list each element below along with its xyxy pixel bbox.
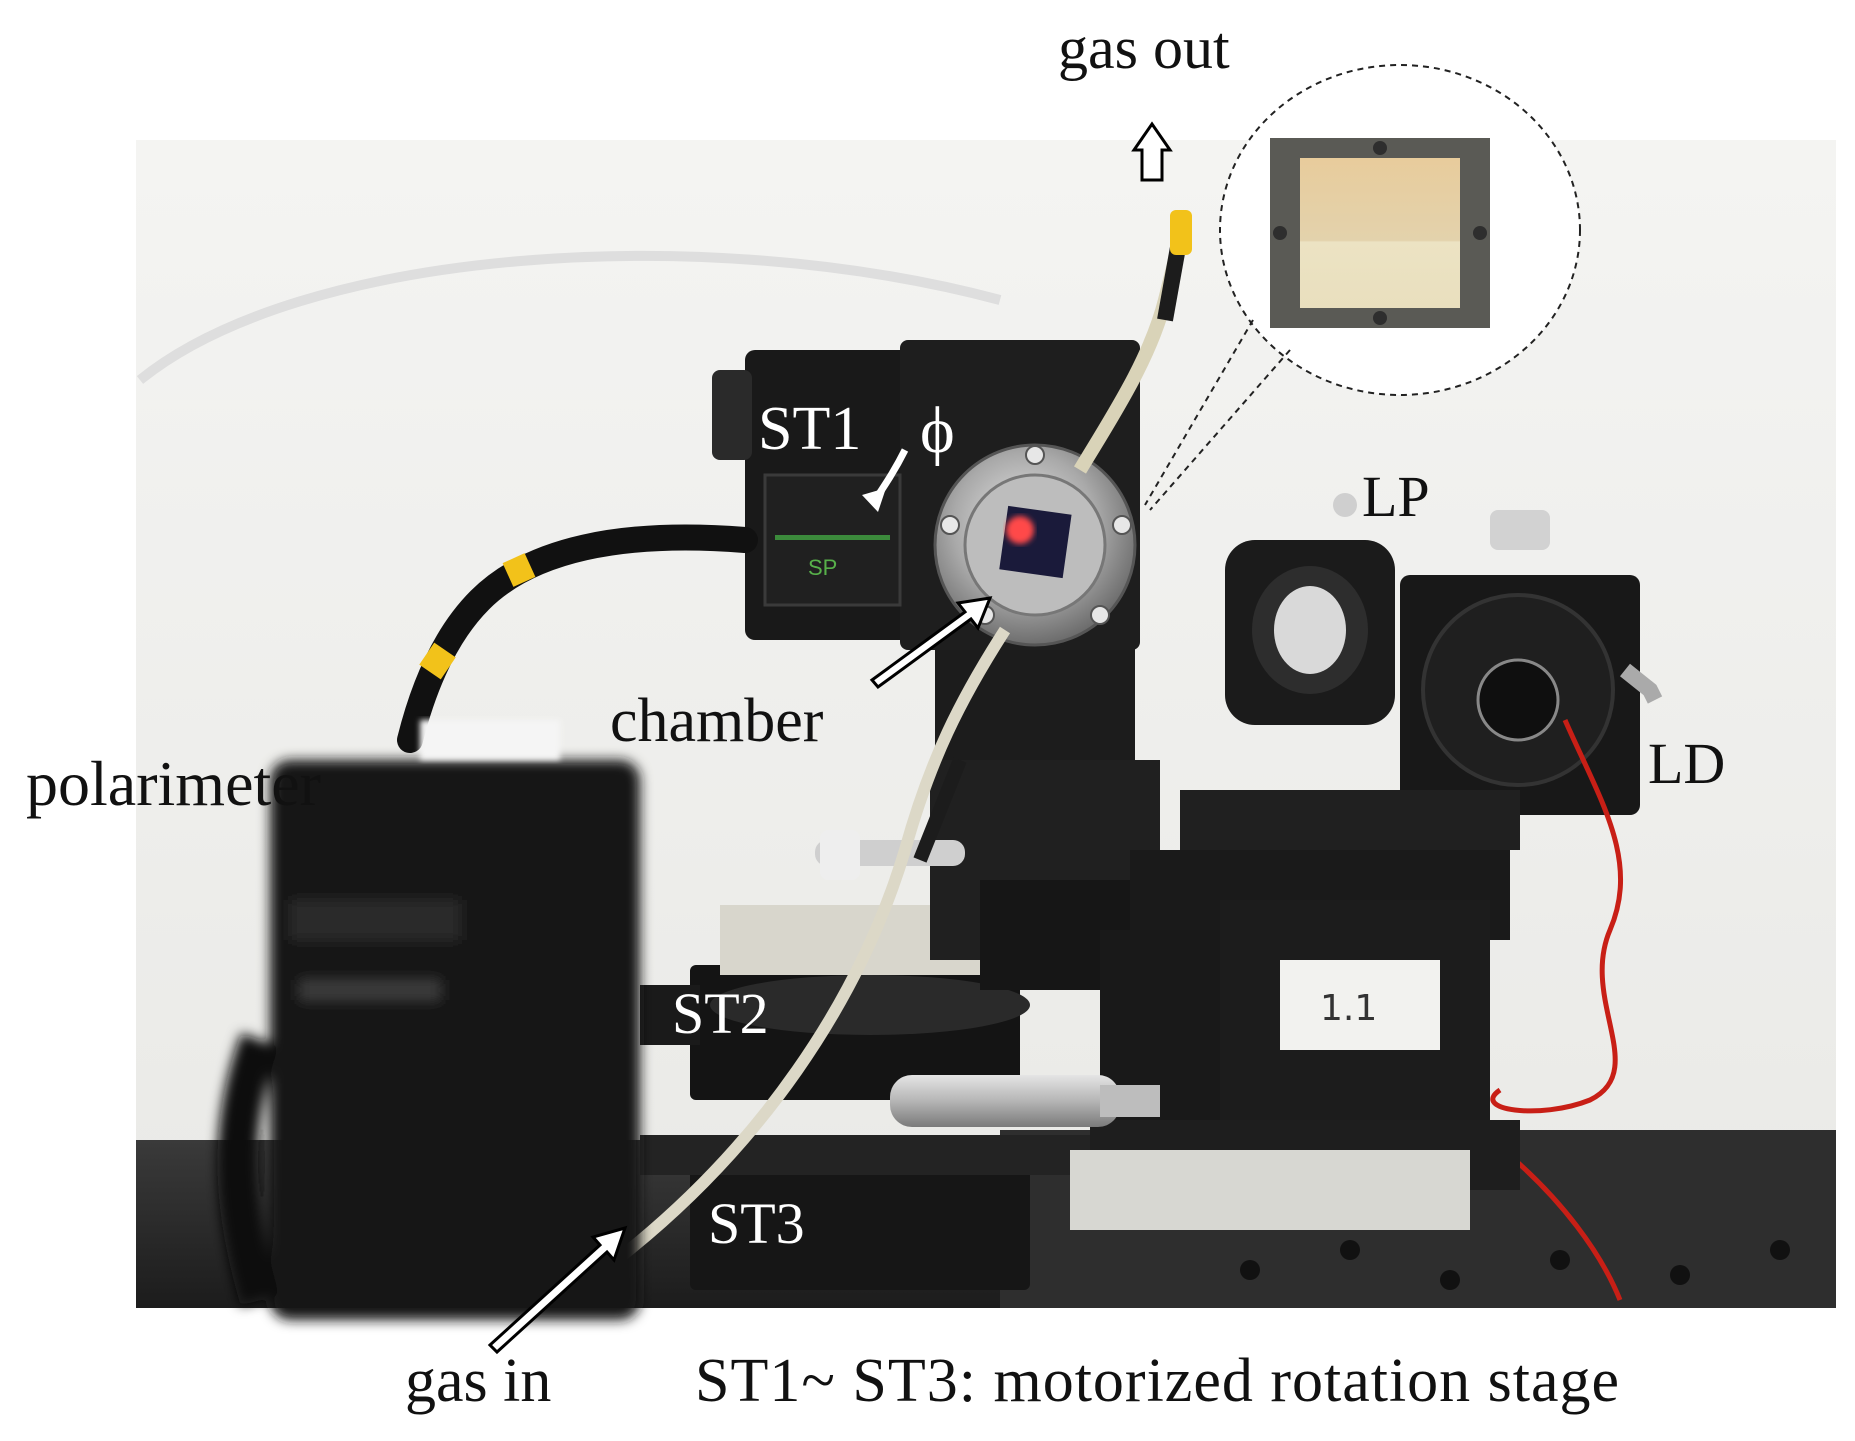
label-ld: LD xyxy=(1648,731,1726,796)
label-gas-in: gas in xyxy=(405,1347,552,1415)
gas-out-arrow xyxy=(1131,121,1173,182)
lp-polarizer-mount xyxy=(1225,493,1395,725)
sample-tag-text: 1.1 xyxy=(1320,988,1377,1029)
sample-tag-paper xyxy=(1280,960,1440,1050)
sample-inset-callout xyxy=(1144,64,1581,511)
micrometer xyxy=(890,1075,1160,1127)
chamber-flange xyxy=(933,443,1137,647)
background-cable xyxy=(136,250,1002,384)
table-holes xyxy=(1240,1240,1790,1290)
st1-brand-mark: SP xyxy=(808,555,837,580)
label-st3: ST3 xyxy=(708,1191,805,1256)
polarimeter-device xyxy=(217,760,640,1320)
label-chamber: chamber xyxy=(610,687,824,755)
chamber-arrow xyxy=(869,596,993,690)
st1-cable xyxy=(397,524,758,753)
gas-in-tube xyxy=(606,626,1011,1270)
central-column xyxy=(815,600,1160,990)
cable-yellow-band xyxy=(502,553,536,587)
label-polarimeter: polarimeter xyxy=(26,748,321,819)
st1-rotation-arrow xyxy=(862,448,909,512)
label-st2: ST2 xyxy=(672,981,769,1046)
gas-in-arrow xyxy=(487,1225,628,1355)
label-lp: LP xyxy=(1362,464,1430,529)
label-st1: ST1 xyxy=(758,395,862,463)
gas-out-tube-tip xyxy=(1170,210,1192,255)
figure-caption: ST1~ ST3: motorized rotation stage xyxy=(695,1347,1621,1415)
label-gas-out: gas out xyxy=(1058,15,1230,81)
laser-wire xyxy=(1490,718,1624,1301)
label-phi: ϕ xyxy=(920,394,955,467)
lp-ld-platform: 1.1 xyxy=(1070,790,1520,1230)
polarimeter-white-cap xyxy=(420,720,560,760)
